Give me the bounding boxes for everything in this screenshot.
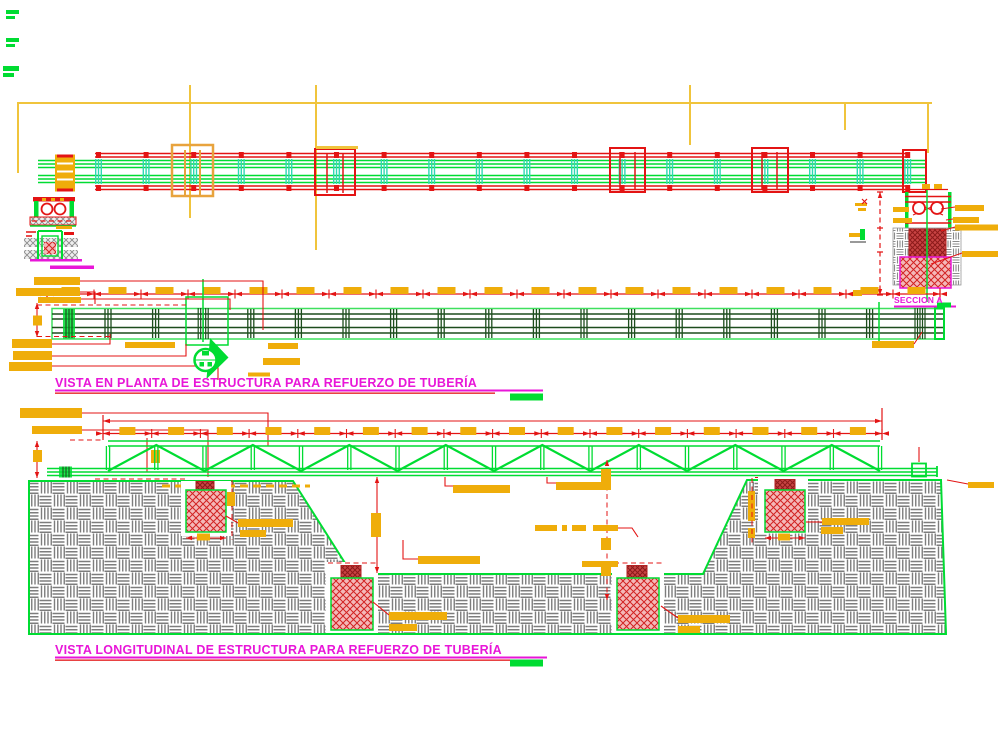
pipe-circle-icon xyxy=(912,201,926,215)
section-footing xyxy=(899,256,952,289)
detail-callout-orange xyxy=(170,143,215,198)
scale-bar xyxy=(510,659,543,667)
section-title-underline xyxy=(894,305,956,308)
mid-span-labels xyxy=(402,477,639,567)
plan-dimension-text-bars xyxy=(61,287,926,294)
section-a-label: SECCION A xyxy=(894,295,943,305)
detail-callout-red-3 xyxy=(751,147,789,193)
foundation-detail xyxy=(24,226,94,269)
ground-hatch xyxy=(28,479,948,635)
section-pipe-frame xyxy=(905,192,952,230)
plan-view-structure xyxy=(9,277,948,380)
plan-view-title: VISTA EN PLANTA DE ESTRUCTURA PARA REFUE… xyxy=(55,376,478,390)
pipe-circle-icon xyxy=(53,202,67,216)
truss-elevation xyxy=(47,440,938,478)
longitudinal-view xyxy=(20,408,994,635)
section-scale-bar xyxy=(937,302,951,308)
footing-right-bank xyxy=(748,477,869,545)
long-dimension-text-bars xyxy=(119,427,866,435)
pipe-support-detail xyxy=(29,197,77,227)
section-marker-icon xyxy=(193,338,229,379)
footing-left-bank xyxy=(181,480,293,541)
footing-trench-right xyxy=(601,460,730,633)
corner-reference-marks xyxy=(3,10,19,77)
plan-view-pipes xyxy=(38,143,927,198)
pipe-saddle-block xyxy=(55,154,75,192)
plan-title-underline xyxy=(55,372,543,401)
section-a-detail xyxy=(849,184,998,308)
scale-bar xyxy=(510,393,543,401)
longitudinal-title-underline xyxy=(55,656,547,667)
plan-label-bars xyxy=(9,277,914,371)
section-side-icons xyxy=(849,198,868,243)
pipe-circle-icon xyxy=(930,201,944,215)
detail-callout-red-1 xyxy=(314,146,358,196)
footing-trench-left xyxy=(326,477,447,633)
section-cut-callout xyxy=(185,296,229,346)
detail-callout-red-4 xyxy=(902,149,927,193)
detail-callout-red-2 xyxy=(609,147,646,193)
pipe-circle-icon xyxy=(40,202,54,216)
longitudinal-view-title: VISTA LONGITUDINAL DE ESTRUCTURA PARA RE… xyxy=(55,643,502,657)
